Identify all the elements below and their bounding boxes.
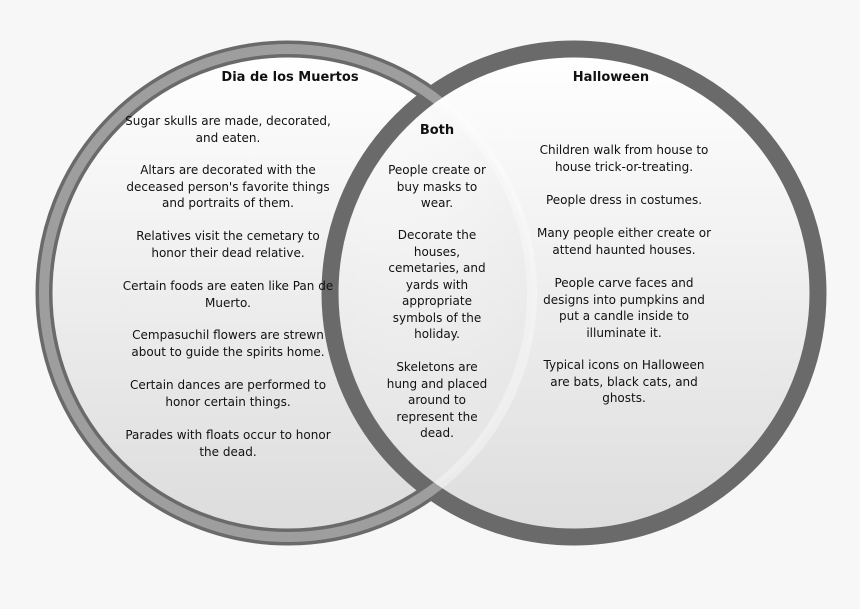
right-item: Children walk from house to house trick-… — [539, 143, 709, 174]
right-item: Typical icons on Halloween are bats, bla… — [543, 358, 705, 405]
overlap-shade — [338, 57, 532, 529]
left-item: Relatives visit the cemetary to honor th… — [136, 229, 320, 260]
left-item: Parades with floats occur to honor the d… — [125, 428, 331, 459]
center-title: Both — [419, 123, 455, 138]
center-item: Skeletons are hung and placed around to … — [386, 360, 488, 440]
right-item: People dress in costumes. — [545, 193, 703, 207]
right-title: Halloween — [572, 70, 650, 85]
center-item: People create or buy masks to wear. — [388, 163, 486, 210]
left-item: Altars are decorated with the deceased p… — [126, 163, 330, 210]
right-item: People carve faces and designs into pump… — [543, 276, 705, 340]
right-item: Many people either create or attend haun… — [536, 226, 712, 257]
overlap-inner-ring — [39, 44, 537, 542]
center-item: Decorate the houses, cemetaries, and yar… — [388, 228, 486, 341]
left-title: Dia de los Muertos — [221, 70, 359, 85]
left-item: Cempasuchil flowers are strewn about to … — [131, 328, 325, 359]
left-item: Certain foods are eaten like Pan de Muer… — [122, 279, 334, 310]
left-item: Sugar skulls are made, decorated, and ea… — [125, 114, 331, 145]
left-item: Certain dances are performed to honor ce… — [129, 378, 327, 409]
